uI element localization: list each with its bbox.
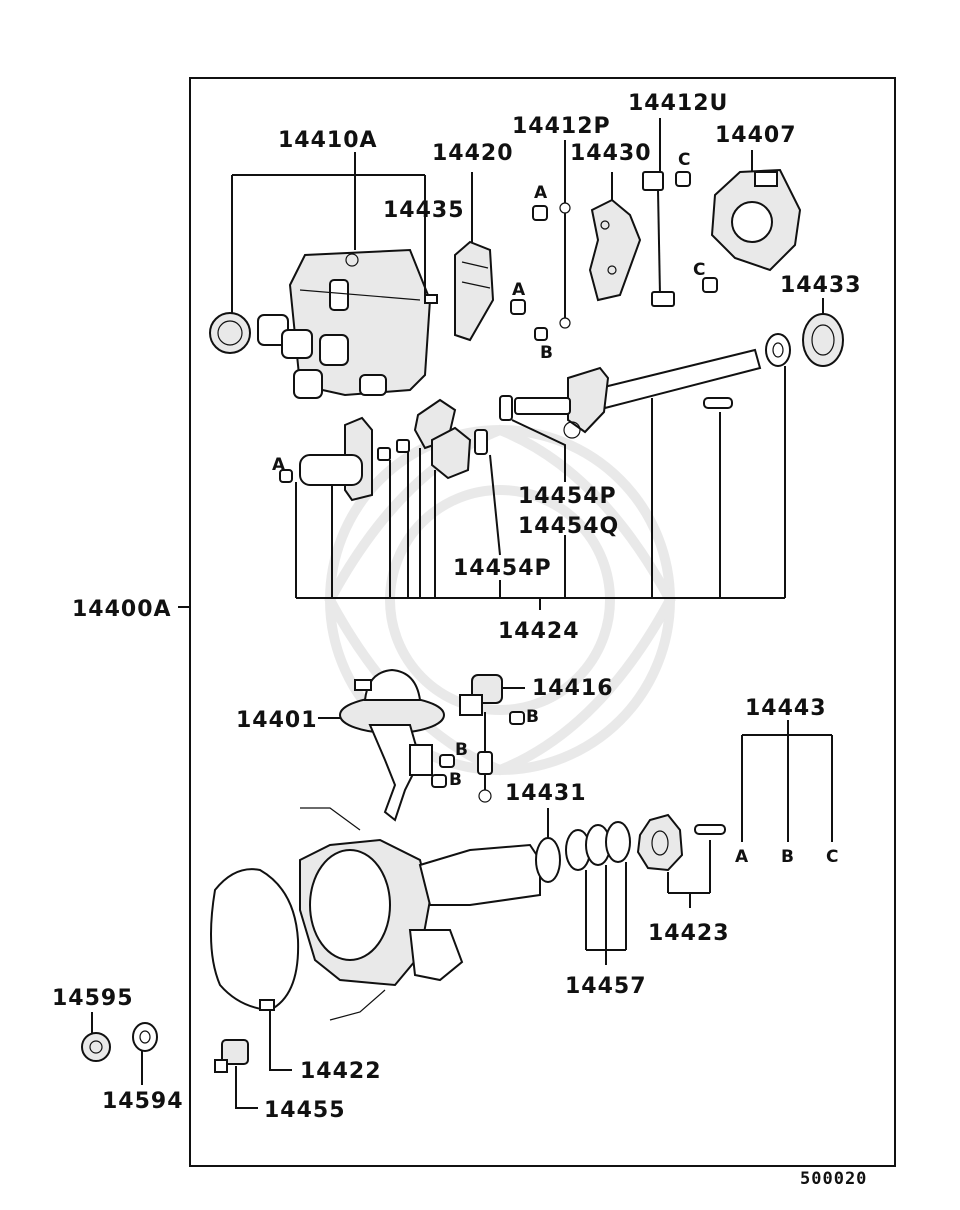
- ref-b-vacuum-upper: B: [455, 740, 468, 760]
- rotor-14420[interactable]: [454, 240, 495, 342]
- label-14423: 14423: [648, 921, 730, 946]
- cam-14424[interactable]: [299, 416, 373, 502]
- label-14430: 14430: [570, 141, 652, 166]
- sensor-14455[interactable]: [214, 1039, 249, 1073]
- weight-pin-2[interactable]: [396, 439, 410, 453]
- screw-a-lower[interactable]: [279, 469, 293, 483]
- spring-14454P-lower[interactable]: [474, 429, 488, 455]
- screw-c-upper[interactable]: [675, 171, 691, 187]
- label-14401: 14401: [236, 708, 318, 733]
- screw-b-top[interactable]: [534, 327, 548, 341]
- washer-14433[interactable]: [765, 333, 791, 367]
- ref-c-lower: C: [693, 260, 705, 280]
- leader-lines-bottom: [91, 687, 833, 1109]
- screw-a-middle[interactable]: [510, 299, 526, 315]
- governor-weight-lower[interactable]: [431, 426, 472, 480]
- label-14400A: 14400A: [72, 597, 172, 622]
- ref-14443-a: A: [735, 847, 749, 867]
- distributor-shaft[interactable]: [514, 348, 762, 439]
- gasket-14422[interactable]: [210, 868, 300, 1012]
- label-14412P: 14412P: [512, 114, 611, 139]
- ref-c-upper: C: [678, 150, 690, 170]
- label-14594: 14594: [102, 1089, 184, 1114]
- ref-a-upper: A: [534, 183, 548, 203]
- ref-b-vacuum-lower: B: [449, 770, 462, 790]
- drive-gear-14423[interactable]: [636, 813, 684, 872]
- cap-seal-14410A[interactable]: [209, 312, 251, 354]
- diagram-code: 500020: [800, 1169, 867, 1189]
- ref-a-lower: A: [272, 455, 286, 475]
- washer-14594[interactable]: [132, 1022, 158, 1052]
- label-14454Q: 14454Q: [518, 514, 619, 539]
- vacuum-advance-14401[interactable]: [339, 668, 445, 822]
- condenser-14416[interactable]: [459, 674, 503, 803]
- part-labels: 14410A 14435 14420 14412P 14430 14412U 1…: [52, 91, 867, 1189]
- watermark-emblem: [324, 424, 676, 776]
- label-14457: 14457: [565, 974, 647, 999]
- label-14595: 14595: [52, 986, 134, 1011]
- label-14416: 14416: [532, 676, 614, 701]
- governor-assembly-14430[interactable]: [588, 198, 642, 302]
- breaker-plate-14407[interactable]: [710, 168, 802, 272]
- label-14420: 14420: [432, 141, 514, 166]
- label-14422: 14422: [300, 1059, 382, 1084]
- screw-c-lower[interactable]: [702, 277, 718, 293]
- label-14433: 14433: [780, 273, 862, 298]
- ref-a-middle: A: [512, 280, 526, 300]
- ref-14443-c: C: [826, 847, 838, 867]
- label-14412U: 14412U: [628, 91, 728, 116]
- gear-pin-14423[interactable]: [694, 824, 726, 835]
- oil-seal-14433[interactable]: [802, 313, 844, 367]
- spring-14454P-upper[interactable]: [499, 395, 513, 421]
- weight-pin-1[interactable]: [377, 447, 391, 461]
- ref-14443-b: B: [781, 847, 794, 867]
- label-14454P-upper: 14454P: [518, 484, 617, 509]
- washers-14457[interactable]: [565, 821, 631, 871]
- distributor-cap-14410A[interactable]: [257, 248, 432, 399]
- assembly-frame: [189, 77, 896, 1167]
- lead-wire-14412U[interactable]: [642, 171, 675, 307]
- ref-b-top: B: [540, 343, 553, 363]
- screw-b-condenser[interactable]: [509, 711, 525, 725]
- cap-screw-14435[interactable]: [424, 294, 438, 304]
- label-14407: 14407: [715, 123, 797, 148]
- distributor-housing[interactable]: [299, 807, 541, 1021]
- label-14435: 14435: [383, 198, 465, 223]
- label-14455: 14455: [264, 1098, 346, 1123]
- label-14454P-lower: 14454P: [453, 556, 552, 581]
- label-14410A: 14410A: [278, 128, 378, 153]
- pin-14424[interactable]: [703, 397, 733, 409]
- screw-a-upper[interactable]: [532, 205, 548, 221]
- screw-b-vacuum-lower[interactable]: [431, 774, 447, 788]
- o-ring-14431[interactable]: [535, 837, 561, 883]
- label-14424: 14424: [498, 619, 580, 644]
- leader-lines-top: [178, 118, 824, 610]
- label-14443: 14443: [745, 696, 827, 721]
- nut-14595[interactable]: [81, 1032, 111, 1062]
- lead-wire-14412P[interactable]: [559, 202, 571, 329]
- ref-b-condenser: B: [526, 707, 539, 727]
- label-14431: 14431: [505, 781, 587, 806]
- screw-b-vacuum-upper[interactable]: [439, 754, 455, 768]
